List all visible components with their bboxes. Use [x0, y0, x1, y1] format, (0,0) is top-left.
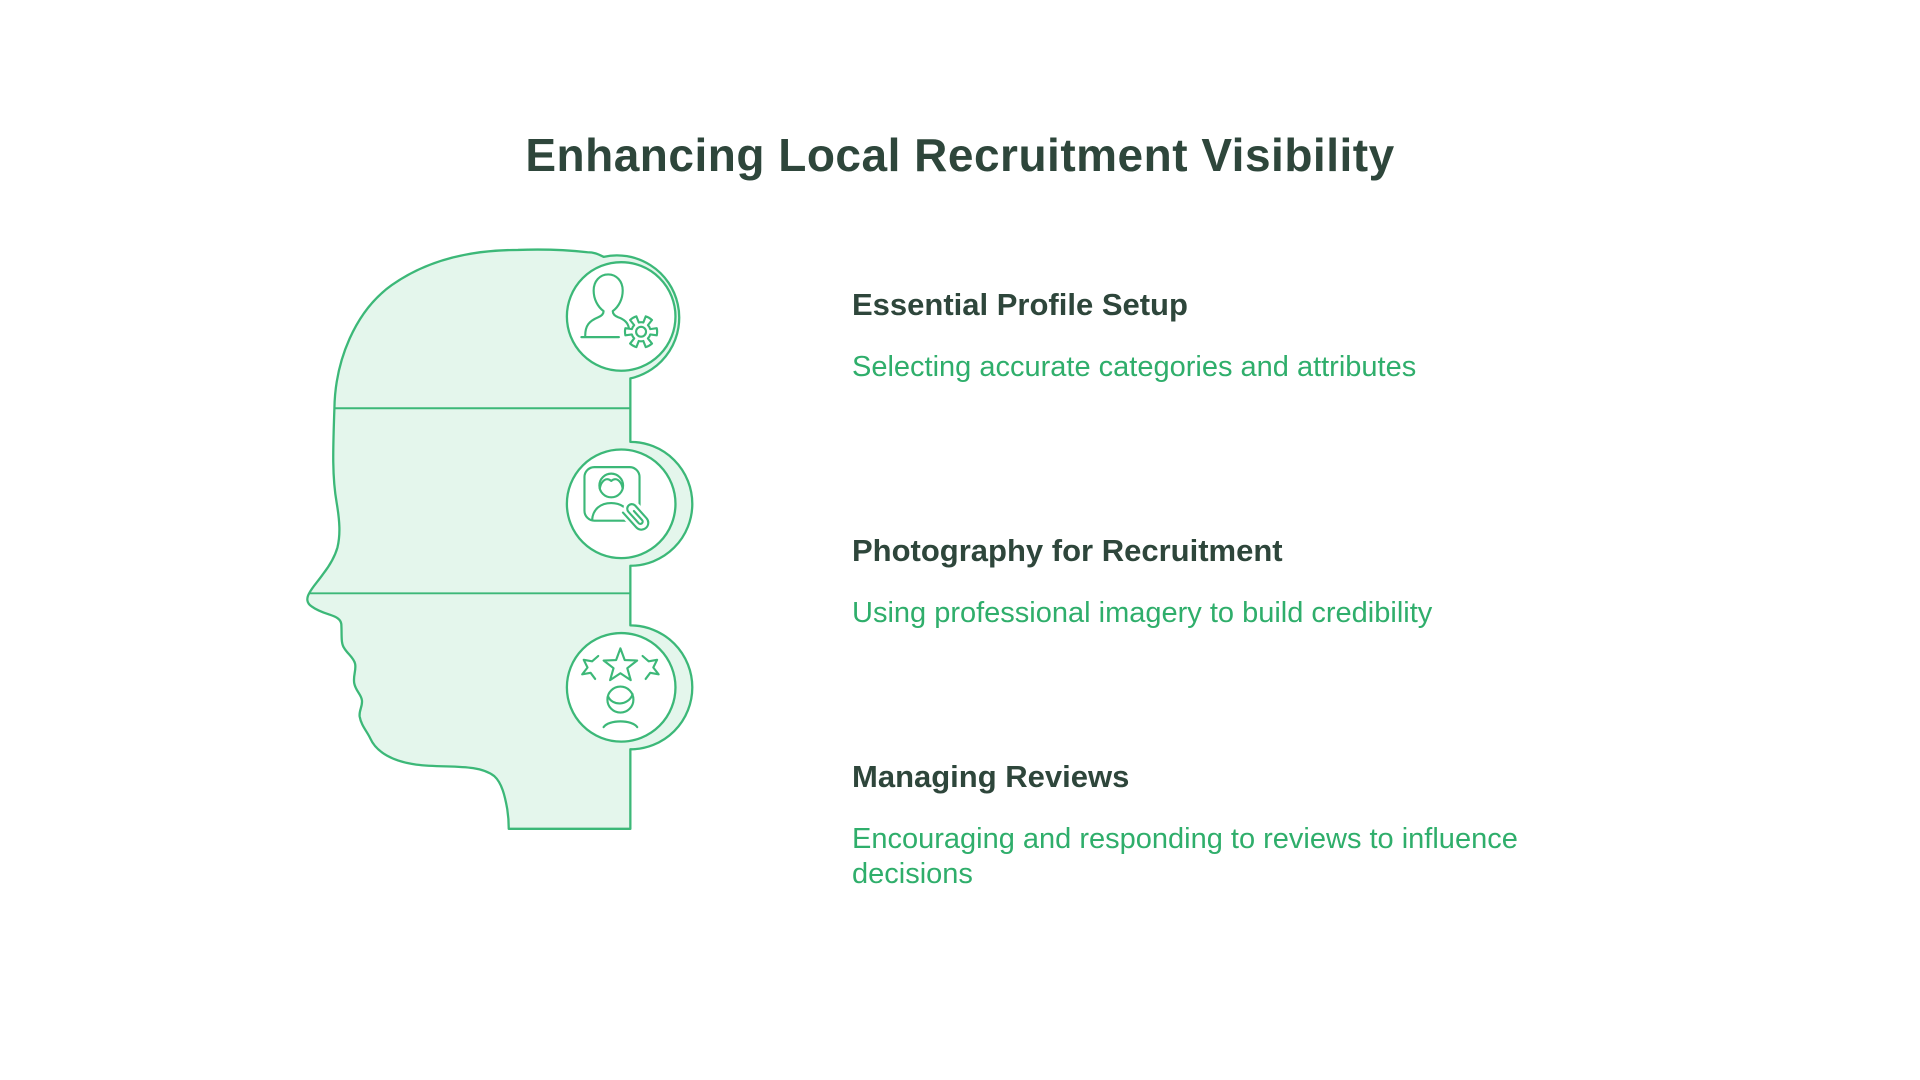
photo-paperclip-icon	[583, 466, 653, 534]
head-silhouette-svg	[306, 248, 694, 830]
section-description: Using professional imagery to build cred…	[852, 597, 1433, 629]
section-item-photography: Photography for Recruitment Using profes…	[852, 532, 1552, 631]
section-heading: Managing Reviews	[852, 759, 1130, 794]
section-description: Encouraging and responding to reviews to…	[852, 823, 1518, 890]
icon-circle-2	[565, 448, 677, 560]
head-silhouette-figure	[300, 240, 820, 1020]
stars-review-icon	[581, 647, 660, 729]
sections-list: Essential Profile Setup Selecting accura…	[852, 0, 1552, 1080]
section-description: Selecting accurate categories and attrib…	[852, 351, 1417, 383]
section-item-profile-setup: Essential Profile Setup Selecting accura…	[852, 286, 1552, 385]
icon-circle-1	[565, 261, 677, 372]
section-heading: Photography for Recruitment	[852, 533, 1283, 568]
section-heading: Essential Profile Setup	[852, 287, 1188, 322]
section-item-reviews: Managing Reviews Encouraging and respond…	[852, 758, 1552, 892]
person-gear-icon	[580, 273, 659, 349]
page-title: Enhancing Local Recruitment Visibility	[525, 128, 1395, 181]
